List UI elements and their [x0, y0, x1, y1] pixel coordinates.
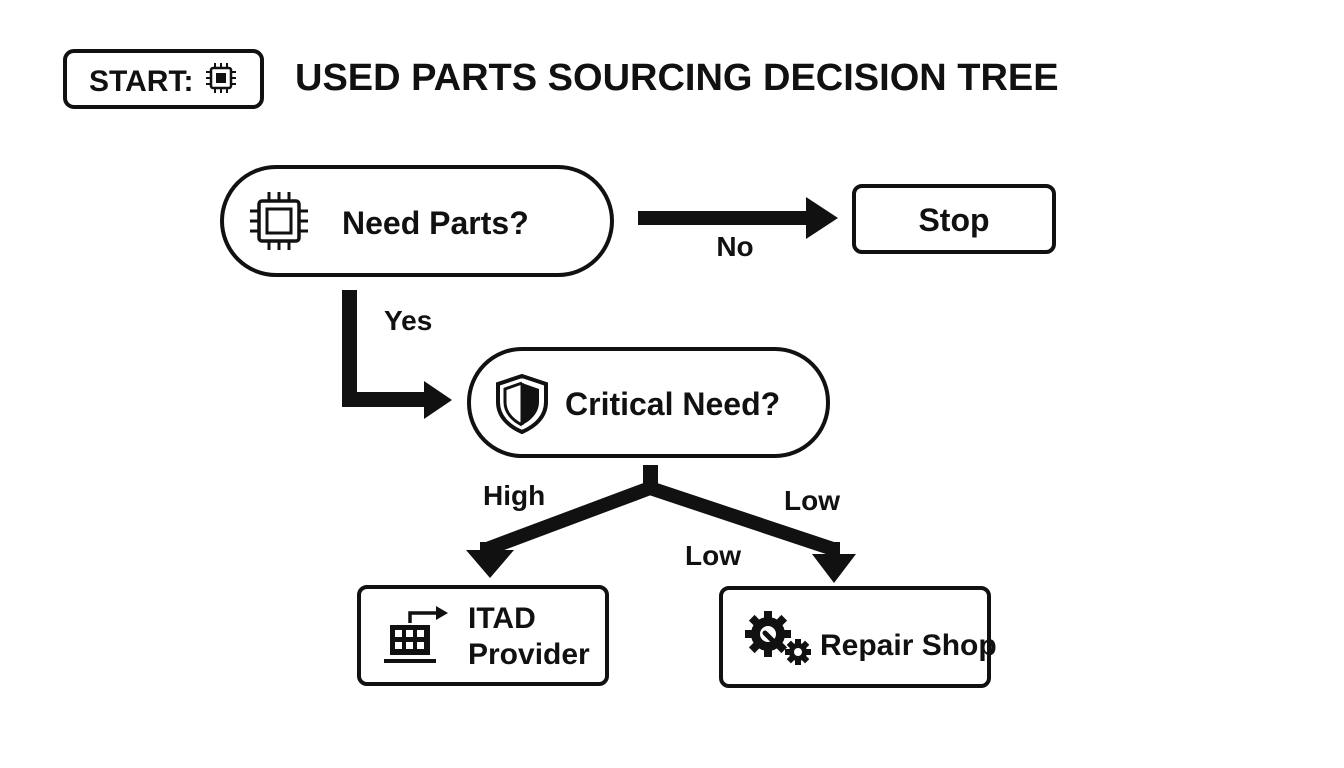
chip-icon — [206, 63, 236, 93]
itad-label-line1: ITAD — [468, 602, 536, 635]
node-itad-provider: ITAD Provider — [357, 585, 609, 686]
shield-icon — [496, 373, 548, 435]
edge-no-label: No — [716, 231, 753, 262]
edge-high: High — [466, 465, 658, 578]
start-badge: START: — [63, 49, 264, 109]
edge-low-label: Low — [784, 485, 840, 516]
edge-low-label-secondary: Low — [685, 540, 741, 571]
building-arrow-icon — [384, 606, 448, 663]
edge-low: Low Low — [647, 481, 856, 583]
node-repair-shop: Repair Shop — [719, 586, 997, 688]
need-parts-label: Need Parts? — [342, 205, 529, 241]
edge-yes: Yes — [342, 290, 452, 419]
start-label: START: — [89, 65, 193, 98]
node-need-parts: Need Parts? — [220, 165, 614, 277]
node-stop: Stop — [852, 184, 1056, 254]
critical-need-label: Critical Need? — [565, 386, 780, 422]
chip-icon — [250, 192, 308, 250]
itad-label-line2: Provider — [468, 638, 590, 671]
stop-label: Stop — [918, 202, 989, 238]
edge-no: No — [638, 197, 838, 262]
edge-high-label: High — [483, 480, 545, 511]
page-title: USED PARTS SOURCING DECISION TREE — [295, 57, 1059, 99]
repair-shop-label: Repair Shop — [820, 629, 997, 662]
node-critical-need: Critical Need? — [467, 347, 830, 458]
gears-wrench-icon — [745, 611, 811, 665]
edge-yes-label: Yes — [384, 305, 432, 336]
